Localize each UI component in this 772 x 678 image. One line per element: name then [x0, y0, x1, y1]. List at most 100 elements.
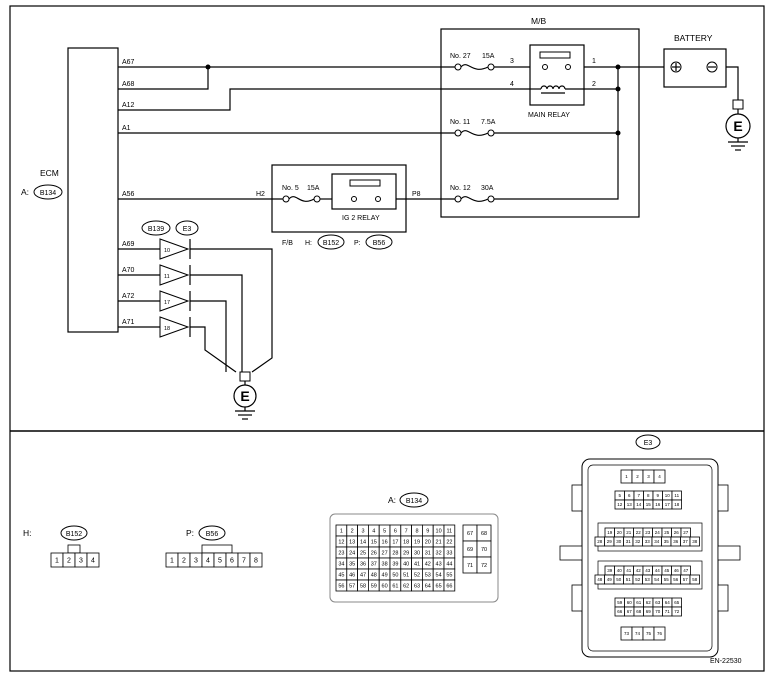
- connector-a-pin: 64: [425, 583, 431, 589]
- ecm-connector-prefix: A:: [21, 187, 29, 197]
- ecm-pin-a70: A70: [122, 267, 135, 274]
- connector-a-pin: 41: [414, 561, 420, 567]
- battery: [663, 48, 727, 88]
- connector-e3-pin: 57: [683, 577, 689, 582]
- connector-e3-pin: 28: [597, 539, 603, 544]
- fb-terminal-p8: P8: [412, 191, 421, 198]
- connector-p-pin: 6: [230, 557, 234, 564]
- connector-a-pin: 10: [436, 528, 442, 534]
- connector-e3-pin: 44: [655, 568, 661, 573]
- ecm-label: ECM: [40, 168, 59, 178]
- connector-a-pin: 20: [425, 539, 431, 545]
- connector-e3-pin: 51: [626, 577, 632, 582]
- connector-e3-pin: 64: [665, 600, 671, 605]
- connector-a-pin: 30: [414, 550, 420, 556]
- ig2-relay: [331, 173, 397, 210]
- connector-a-pin: 6: [394, 528, 397, 534]
- connector-a-pin: 43: [436, 561, 442, 567]
- connector-a-pin: 38: [382, 561, 388, 567]
- connector-a-side-pin: 68: [481, 531, 487, 537]
- main-relay: [529, 44, 585, 106]
- svg-text:30A: 30A: [481, 185, 494, 192]
- connector-a-pin: 32: [436, 550, 442, 556]
- connector-a-pin: 61: [392, 583, 398, 589]
- ecm-pin-a69: A69: [122, 241, 135, 248]
- connector-e3-pin: 42: [636, 568, 642, 573]
- connector-e3-pin: 73: [624, 631, 630, 636]
- ecm-pin-a1: A1: [122, 125, 131, 132]
- connector-a-pin: 58: [360, 583, 366, 589]
- connector-a-pin: 59: [371, 583, 377, 589]
- fb-p-connector: B56: [373, 240, 386, 247]
- connector-h-cell: [86, 552, 100, 568]
- connector-e3-pin: 59: [617, 600, 623, 605]
- connector-e3-pin: 53: [645, 577, 651, 582]
- diode-pin-10: 10: [164, 248, 170, 254]
- connector-e3-pin: 38: [692, 539, 698, 544]
- connector-e3-pin: 10: [665, 493, 671, 498]
- relay-pin-1: 1: [592, 58, 596, 65]
- connector-p-pin: 3: [194, 557, 198, 564]
- connector-a-pin: 8: [415, 528, 418, 534]
- fuse-27: No. 27 15A: [450, 53, 495, 71]
- fb-p-prefix: P:: [354, 240, 361, 247]
- connector-a-pin: 29: [403, 550, 409, 556]
- connector-e3-pin: 68: [636, 609, 642, 614]
- connector-a-pin: 23: [338, 550, 344, 556]
- connector-a-pin: 50: [392, 572, 398, 578]
- relay-pin-3: 3: [510, 58, 514, 65]
- connector-a-pin: 31: [425, 550, 431, 556]
- diode-18: [159, 316, 191, 338]
- connector-e3-pin: 46: [674, 568, 680, 573]
- connector-a-pin: 18: [403, 539, 409, 545]
- connector-e3-pin: 70: [655, 609, 661, 614]
- connector-e3-pin: 32: [635, 539, 641, 544]
- diode-ground-symbol: E: [240, 388, 249, 404]
- connector-e3-pin: 20: [617, 530, 623, 535]
- connector-e3-code: E3: [644, 440, 653, 447]
- connector-a-pin: 46: [349, 572, 355, 578]
- fuse-5: No. 5 15A: [282, 185, 321, 203]
- diode-connector-b: E3: [183, 226, 192, 233]
- connector-e3-pin: 24: [655, 530, 661, 535]
- ecm-pin-a71: A71: [122, 319, 135, 326]
- connector-e3-pin: 67: [627, 609, 633, 614]
- connector-a-pin: 11: [447, 528, 453, 534]
- ecm-pin-a12: A12: [122, 102, 135, 109]
- connector-a-pin: 21: [436, 539, 442, 545]
- connector-a-badge: [399, 492, 429, 508]
- connector-e3-pin: 39: [607, 568, 613, 573]
- ecm-pin-a56: A56: [122, 191, 135, 198]
- connector-e3-pin: 35: [664, 539, 670, 544]
- connector-e3-cell: [653, 469, 666, 484]
- svg-text:15A: 15A: [482, 53, 495, 60]
- junction-fuse11: [615, 130, 621, 136]
- connector-e3-pin: 41: [626, 568, 632, 573]
- diode-ground: [233, 371, 257, 420]
- fb-terminal-h2: H2: [256, 191, 265, 198]
- connector-a-pin: 35: [349, 561, 355, 567]
- connector-e3-pin: 15: [646, 502, 652, 507]
- connector-a-side-pin: 71: [467, 563, 473, 569]
- connector-e3-pin: 29: [607, 539, 613, 544]
- connector-e3-pin: 71: [665, 609, 671, 614]
- connector-h-pin: 2: [67, 557, 71, 564]
- connector-e3-pin: 5: [618, 493, 621, 498]
- connector-e3-pin: 16: [655, 502, 661, 507]
- junction-relay-pin1: [615, 64, 621, 70]
- connector-a-prefix: A:: [388, 495, 396, 505]
- fb-label: F/B: [282, 240, 293, 247]
- connector-a-pin: 5: [383, 528, 386, 534]
- connector-e3-pin: 14: [636, 502, 642, 507]
- connector-e3-pin: 56: [673, 577, 679, 582]
- connector-a-code: B134: [406, 498, 422, 505]
- svg-text:No. 12: No. 12: [450, 185, 471, 192]
- fb-h-prefix: H:: [305, 240, 312, 247]
- connector-e3-pin: 50: [616, 577, 622, 582]
- connector-e3-pin: 36: [673, 539, 679, 544]
- svg-text:No. 5: No. 5: [282, 185, 299, 192]
- connector-a-pin: 4: [372, 528, 375, 534]
